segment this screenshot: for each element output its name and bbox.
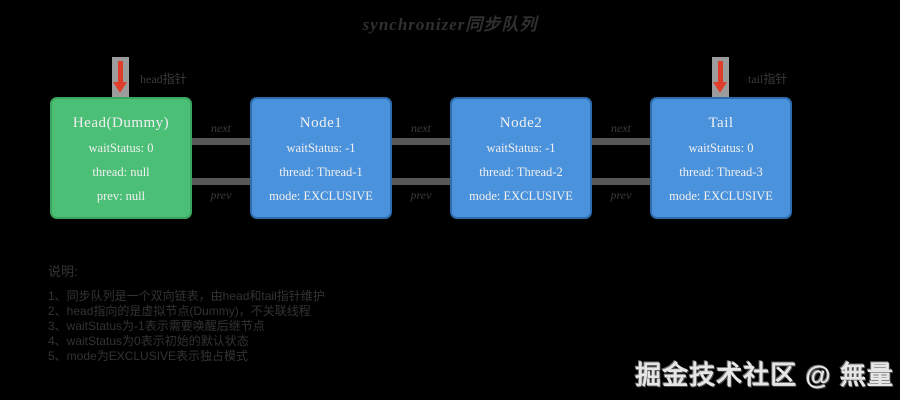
node-mode: mode: EXCLUSIVE xyxy=(669,189,773,203)
note-line: 2、head指向的是虚拟节点(Dummy)，不关联线程 xyxy=(48,304,311,318)
connector-node2-tail: next prev xyxy=(592,97,650,219)
node-mode: mode: EXCLUSIVE xyxy=(469,189,573,203)
node-box-head: Head(Dummy) waitStatus: 0 thread: null p… xyxy=(50,97,192,219)
prev-edge-bar xyxy=(192,178,250,185)
diagram-title: synchronizer同步队列 xyxy=(362,15,538,34)
connector-head-node1: next prev xyxy=(192,97,250,219)
node-waitstatus: waitStatus: 0 xyxy=(88,141,154,155)
prev-edge-bar xyxy=(392,178,450,185)
tail-pointer-arrow-icon xyxy=(718,61,723,82)
node-mode: mode: EXCLUSIVE xyxy=(269,189,373,203)
notes-heading: 说明: xyxy=(48,264,78,279)
node-waitstatus: waitStatus: -1 xyxy=(486,141,556,155)
head-pointer-arrow-icon xyxy=(118,61,123,82)
watermark: 掘金技术社区 @ 無量 xyxy=(635,360,894,390)
prev-edge-label: prev xyxy=(210,188,232,202)
tail-pointer-arrowhead-icon xyxy=(713,82,727,93)
head-pointer-strip xyxy=(112,57,129,97)
next-edge-label: next xyxy=(211,121,231,135)
node-waitstatus: waitStatus: 0 xyxy=(688,141,754,155)
node-waitstatus: waitStatus: -1 xyxy=(286,141,356,155)
next-edge-bar xyxy=(392,138,450,145)
note-line: 4、waitStatus为0表示初始的默认状态 xyxy=(48,334,249,348)
note-line: 5、mode为EXCLUSIVE表示独占模式 xyxy=(48,349,249,363)
note-line: 1、同步队列是一个双向链表，由head和tail指针维护 xyxy=(48,289,325,303)
node-thread: thread: Thread-3 xyxy=(679,165,763,179)
next-edge-label: next xyxy=(411,121,431,135)
node-thread: thread: null xyxy=(92,165,150,179)
node-title: Node2 xyxy=(499,115,543,131)
node-thread: thread: Thread-1 xyxy=(279,165,363,179)
next-edge-bar xyxy=(592,138,650,145)
node-box-tail: Tail waitStatus: 0 thread: Thread-3 mode… xyxy=(650,97,792,219)
next-edge-bar xyxy=(192,138,250,145)
tail-pointer-strip xyxy=(712,57,729,97)
node-title: Node1 xyxy=(299,115,343,131)
connector-node1-node2: next prev xyxy=(392,97,450,219)
node-thread: thread: Thread-2 xyxy=(479,165,563,179)
tail-pointer-label: tail指针 xyxy=(748,72,788,86)
next-edge-label: next xyxy=(611,121,631,135)
prev-edge-label: prev xyxy=(610,188,632,202)
note-line: 3、waitStatus为-1表示需要唤醒后继节点 xyxy=(48,319,265,333)
node-box-node2: Node2 waitStatus: -1 thread: Thread-2 mo… xyxy=(450,97,592,219)
prev-edge-bar xyxy=(592,178,650,185)
node-title: Head(Dummy) xyxy=(72,115,170,131)
node-box-node1: Node1 waitStatus: -1 thread: Thread-1 mo… xyxy=(250,97,392,219)
notes-block: 说明: 1、同步队列是一个双向链表，由head和tail指针维护 2、head指… xyxy=(48,261,325,364)
prev-edge-label: prev xyxy=(410,188,432,202)
node-title: Tail xyxy=(708,115,734,131)
head-pointer-label: head指针 xyxy=(140,72,187,86)
head-pointer-arrowhead-icon xyxy=(113,82,127,93)
node-prev: prev: null xyxy=(96,189,146,203)
